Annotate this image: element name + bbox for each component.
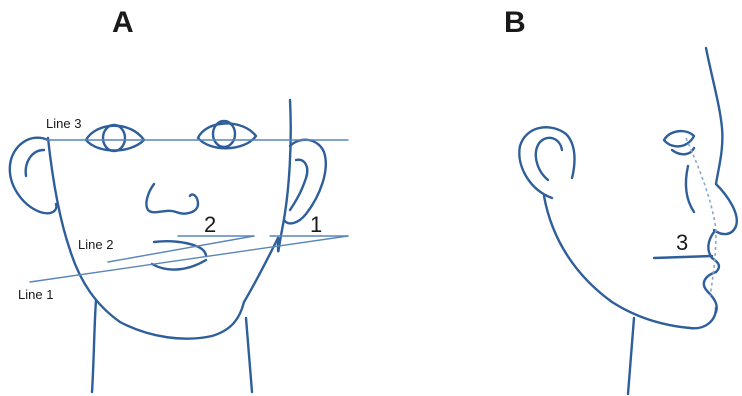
right-ear-inner xyxy=(290,160,307,210)
left-eye xyxy=(86,126,144,151)
frontal-neck-left xyxy=(92,300,96,392)
line-1-label: Line 1 xyxy=(18,287,53,302)
profile-number-3: 3 xyxy=(676,230,688,255)
left-iris xyxy=(103,125,125,151)
profile-neck xyxy=(628,318,634,394)
reference-line-2 xyxy=(108,236,254,262)
right-iris xyxy=(213,121,235,147)
profile-ear-inner xyxy=(536,138,562,180)
line-1-number: 1 xyxy=(310,212,322,237)
profile-forehead xyxy=(706,48,722,184)
left-ear-inner xyxy=(26,150,44,176)
profile-lower-lip xyxy=(704,272,717,312)
frontal-face-outline-right xyxy=(278,100,291,251)
profile-nose xyxy=(714,184,737,234)
line-2-label: Line 2 xyxy=(78,237,113,252)
line-3-label: Line 3 xyxy=(46,116,81,131)
frontal-neck-right xyxy=(246,318,252,392)
nose xyxy=(146,184,198,214)
frontal-face: Line 3 Line 2 Line 1 2 1 xyxy=(10,100,348,392)
profile-eye-lower xyxy=(672,148,694,154)
right-eye xyxy=(198,123,256,148)
line-2-number: 2 xyxy=(204,212,216,237)
frontal-jaw-right xyxy=(244,238,278,302)
profile-jaw xyxy=(544,196,716,328)
mouth-lower xyxy=(152,260,206,270)
profile-face: 3 xyxy=(519,48,736,394)
profile-mouth-line xyxy=(654,256,712,258)
profile-cheek xyxy=(686,166,694,212)
profile-reference-line-3 xyxy=(686,138,716,296)
